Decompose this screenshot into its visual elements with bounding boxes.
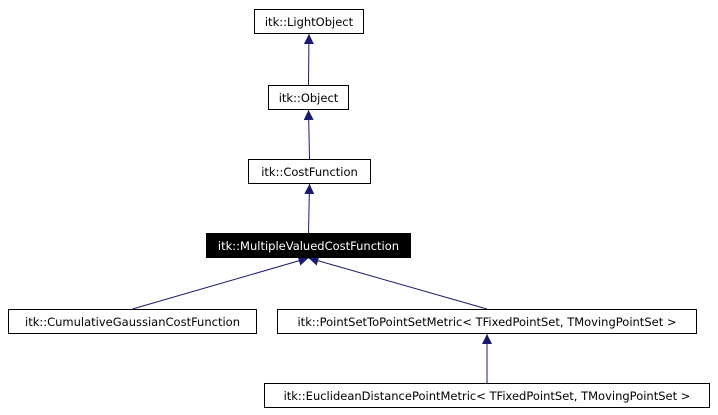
node-cumulative-gaussian-cost-function[interactable]: itk::CumulativeGaussianCostFunction bbox=[8, 309, 257, 334]
node-multiple-valued-cost-function[interactable]: itk::MultipleValuedCostFunction bbox=[206, 233, 411, 258]
edge-cost-function-to-object bbox=[303, 109, 314, 160]
node-euclidean-distance-point-metric[interactable]: itk::EuclideanDistancePointMetric< TFixe… bbox=[264, 383, 710, 408]
edge-point-set-to-point-set-metric-to-multiple-valued-cost-function bbox=[308, 255, 488, 310]
edge-multiple-valued-cost-function-to-cost-function bbox=[304, 183, 315, 234]
edge-object-to-light-object bbox=[303, 33, 314, 86]
node-light-object[interactable]: itk::LightObject bbox=[254, 9, 364, 34]
node-point-set-to-point-set-metric[interactable]: itk::PointSetToPointSetMetric< TFixedPoi… bbox=[277, 309, 697, 334]
edge-cumulative-gaussian-cost-function-to-multiple-valued-cost-function bbox=[132, 255, 309, 310]
node-cost-function[interactable]: itk::CostFunction bbox=[248, 159, 371, 184]
node-object[interactable]: itk::Object bbox=[268, 85, 349, 110]
